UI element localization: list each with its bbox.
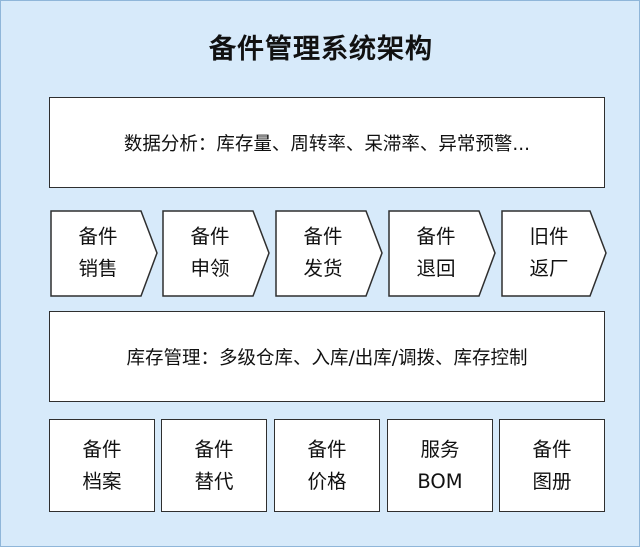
diagram-title: 备件管理系统架构 xyxy=(209,34,433,65)
process-step-return: 备件 退回 xyxy=(416,225,456,280)
master-item-price: 备件 价格 xyxy=(274,419,380,512)
master-item-archive: 备件 档案 xyxy=(49,419,155,512)
chevron-shape-shipping xyxy=(275,210,383,297)
process-step-sales: 备件 销售 xyxy=(78,225,118,280)
inventory-layer: 库存管理：多级仓库、入库/出库/调拨、库存控制 xyxy=(49,311,605,402)
process-step-old-part-return: 旧件 返厂 xyxy=(529,225,569,280)
master-item-catalog: 备件 图册 xyxy=(499,419,605,512)
chevron-shape-requisition xyxy=(162,210,270,297)
chevron-shape-old-part-return xyxy=(501,210,607,297)
process-step-shipping: 备件 发货 xyxy=(303,225,343,280)
chevron-shape-return xyxy=(388,210,496,297)
chevron-shape-sales xyxy=(50,210,158,297)
master-item-service-bom: 服务 BOM xyxy=(387,419,493,512)
master-item-substitute: 备件 替代 xyxy=(161,419,267,512)
analysis-label: 数据分析：库存量、周转率、呆滞率、异常预警... xyxy=(123,133,531,155)
analysis-layer: 数据分析：库存量、周转率、呆滞率、异常预警... xyxy=(49,97,605,188)
process-step-requisition: 备件 申领 xyxy=(190,225,230,280)
inventory-label: 库存管理：多级仓库、入库/出库/调拨、库存控制 xyxy=(126,347,528,369)
